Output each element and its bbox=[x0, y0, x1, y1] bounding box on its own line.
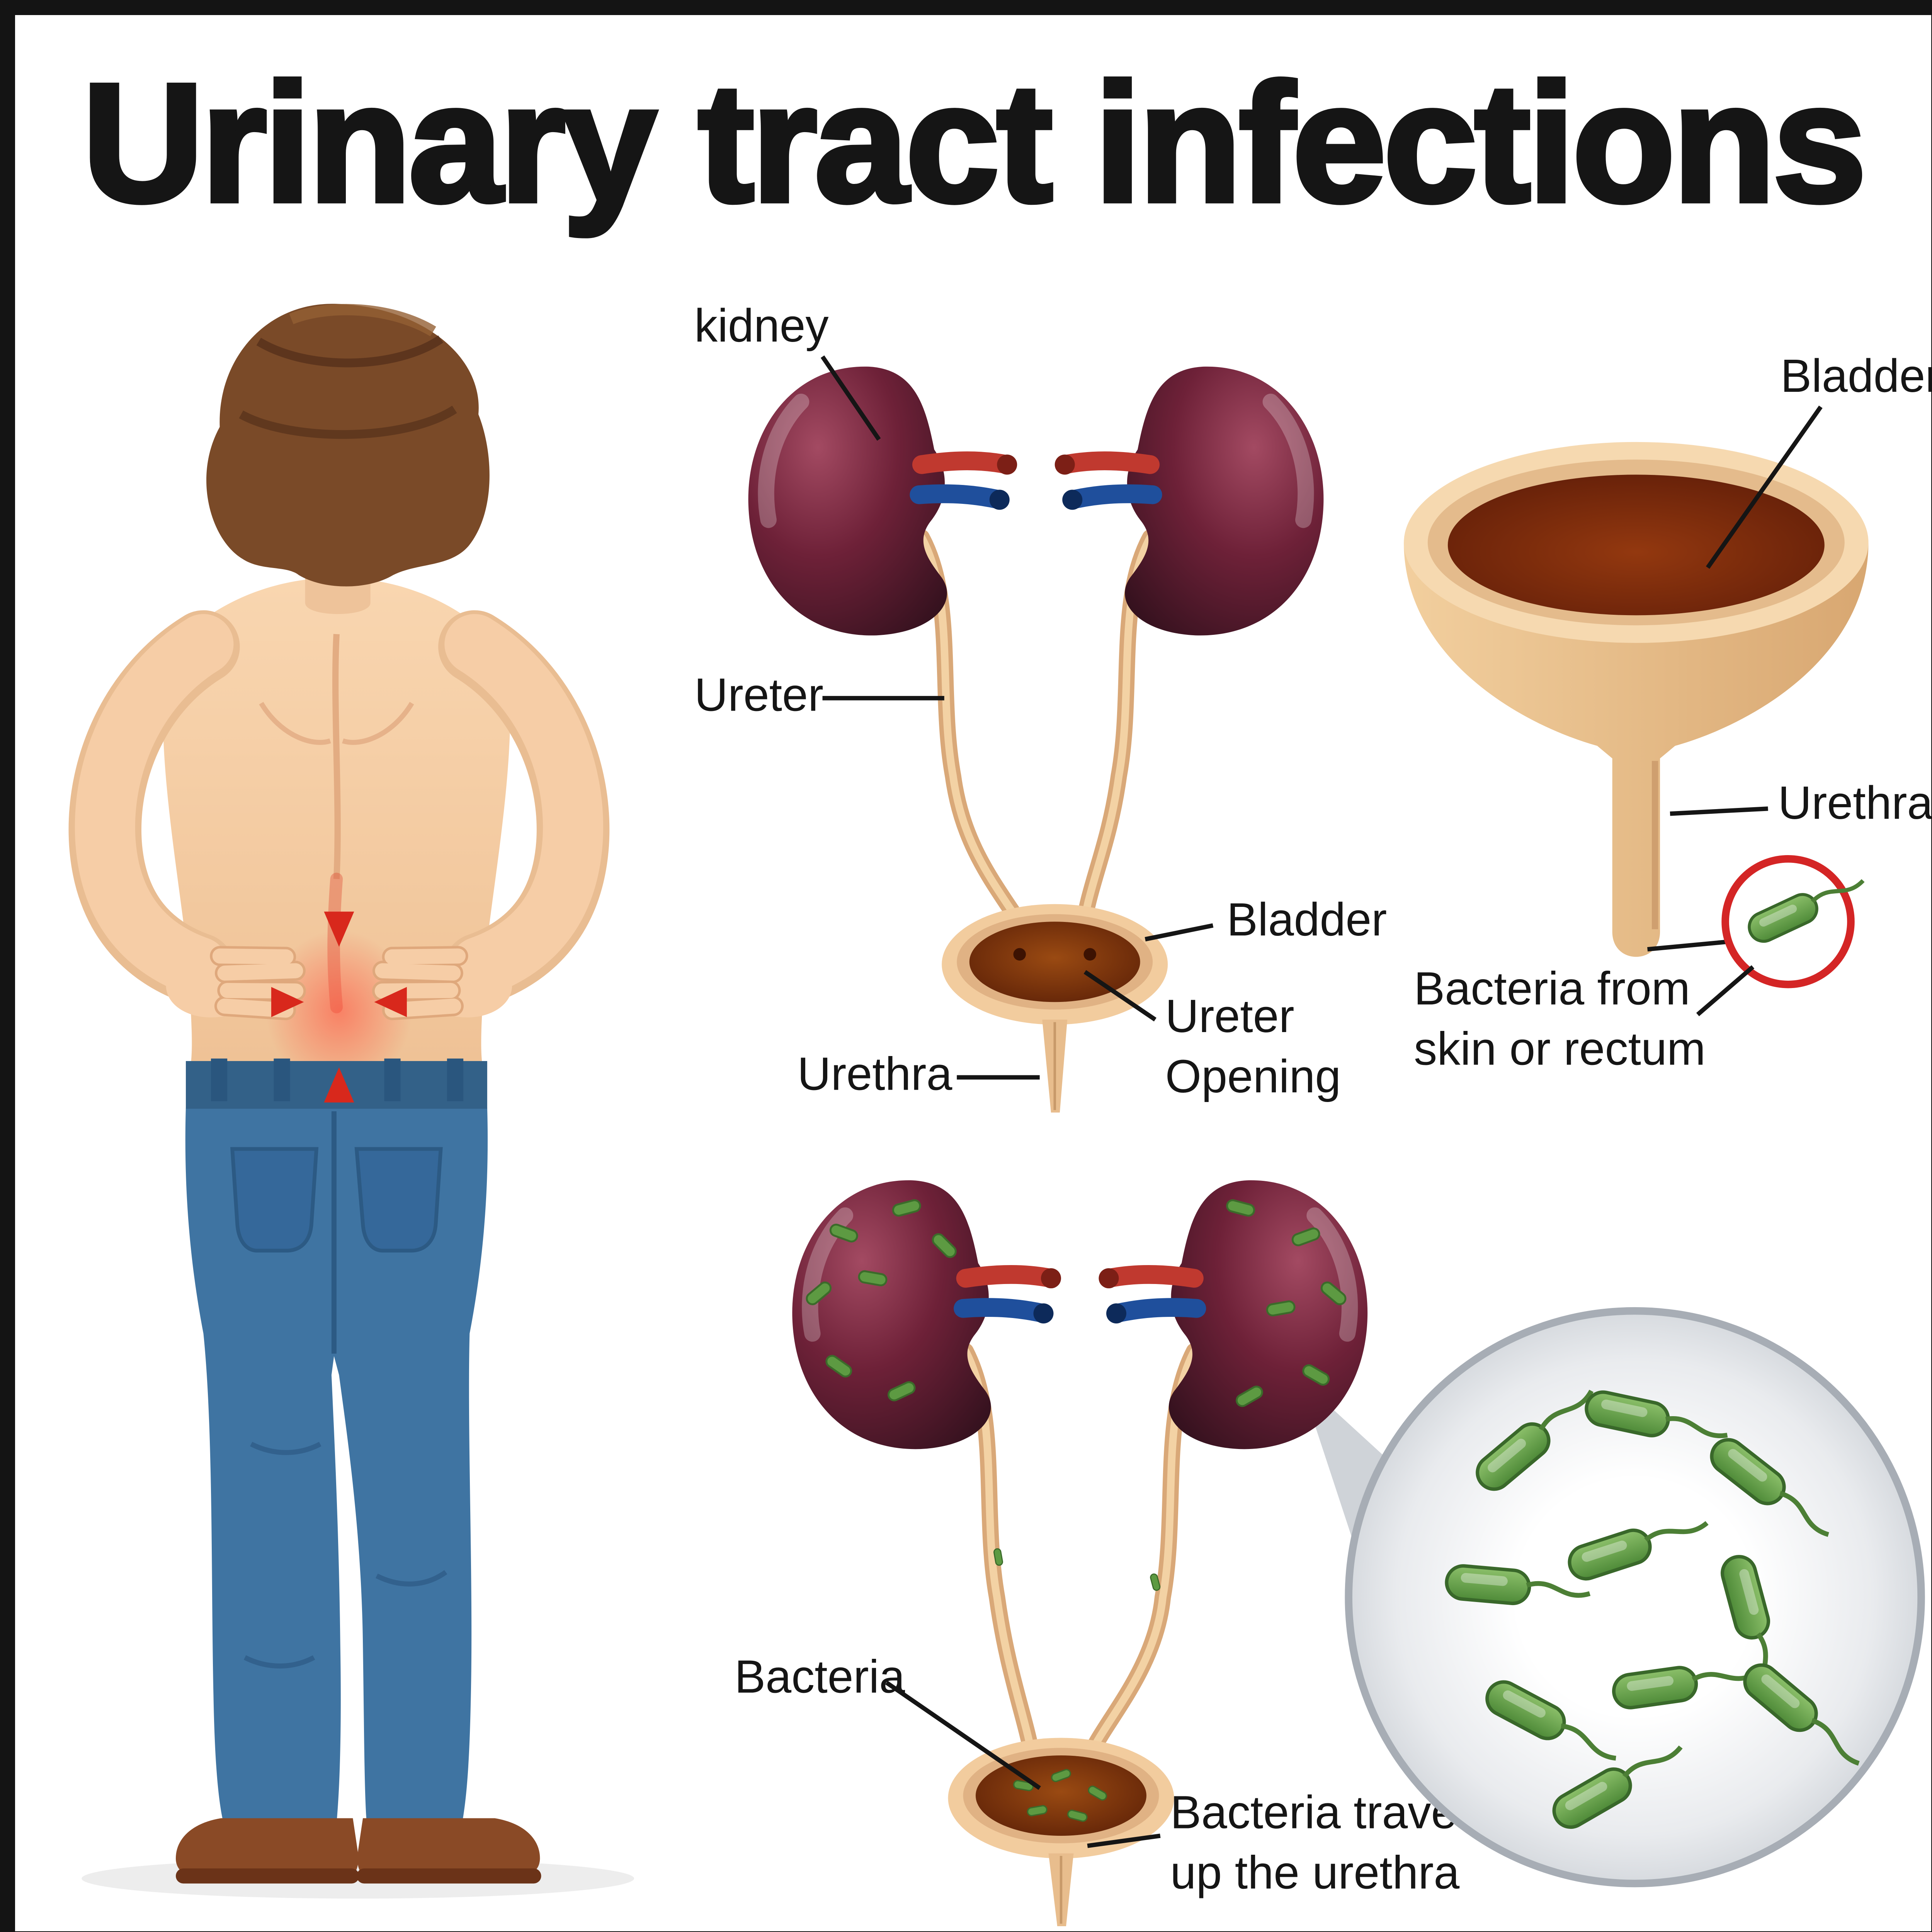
shoe-sole-left bbox=[175, 1868, 359, 1884]
bacteria-travel-label-line2: up the urethra bbox=[1170, 1847, 1460, 1899]
bacteria-source-label-line2: skin or rectum bbox=[1414, 1023, 1706, 1075]
shoe-left bbox=[175, 1818, 359, 1881]
leader-line bbox=[820, 355, 881, 441]
hand-left bbox=[166, 946, 306, 1020]
belt-loop bbox=[384, 1058, 401, 1101]
bladder bbox=[942, 904, 1168, 1113]
man-figure bbox=[68, 304, 634, 1899]
bacteria-source-label-line1: Bacteria from bbox=[1414, 963, 1690, 1015]
jeans-fold bbox=[250, 1442, 321, 1455]
leader-line bbox=[1670, 806, 1768, 816]
jeans-fold bbox=[375, 1570, 447, 1587]
spine-line bbox=[332, 634, 341, 879]
infected-bladder bbox=[948, 1738, 1174, 1927]
arm-left bbox=[75, 614, 234, 997]
bladder-body bbox=[1404, 542, 1869, 957]
ureter-opening-label-line1: Ureter bbox=[1165, 990, 1294, 1042]
hair bbox=[206, 304, 490, 587]
pain-arrow-up bbox=[324, 1067, 354, 1103]
ureter-label: Ureter bbox=[694, 669, 823, 721]
leader-line bbox=[885, 1680, 1041, 1790]
arms bbox=[68, 610, 610, 1006]
leader-line bbox=[1145, 923, 1214, 942]
hair-highlight bbox=[289, 304, 436, 337]
leader-line bbox=[1083, 970, 1156, 1022]
leader-line bbox=[1696, 965, 1755, 1017]
bladder-label: Bladder bbox=[1227, 894, 1387, 946]
jeans-pocket-left bbox=[230, 1147, 319, 1253]
bladder-interior bbox=[1447, 474, 1825, 616]
belt-loop bbox=[274, 1058, 290, 1101]
belt-loop bbox=[211, 1058, 228, 1101]
pain-arrows bbox=[271, 912, 407, 1103]
bacteria-magnifier bbox=[1345, 1307, 1925, 1888]
jeans-pocket-right bbox=[354, 1147, 443, 1253]
shoulder-blade-right bbox=[342, 702, 414, 745]
belt-loop bbox=[447, 1058, 464, 1101]
leader-line bbox=[1647, 939, 1728, 952]
jeans-fold bbox=[243, 1655, 315, 1669]
leader-line bbox=[1706, 405, 1823, 569]
shoe-right bbox=[357, 1818, 540, 1881]
jeans-legs bbox=[185, 1107, 488, 1823]
bladder-closeup-diagram: Bladder Urethra Bacteria from skin or re… bbox=[1404, 350, 1932, 1075]
urethra-label: Urethra bbox=[1778, 777, 1932, 829]
urinary-system-diagram: kidney Ureter Bladder Ureter Opening Ure… bbox=[694, 300, 1387, 1113]
ureter-opening-right bbox=[1083, 948, 1096, 961]
hair-strand bbox=[256, 335, 444, 367]
pain-arrow-down bbox=[324, 912, 354, 947]
bacteria-label: Bacteria bbox=[735, 1651, 905, 1703]
arm-right bbox=[444, 614, 604, 997]
jeans bbox=[185, 1058, 488, 1823]
hand-right bbox=[372, 946, 512, 1020]
urethra-label: Urethra bbox=[798, 1048, 952, 1100]
ureter-opening-left bbox=[1013, 948, 1026, 961]
leader-line bbox=[1087, 1833, 1161, 1848]
shoulder-blade-left bbox=[259, 702, 331, 745]
bladder-label: Bladder bbox=[1781, 350, 1932, 402]
pain-arrow-right bbox=[271, 987, 304, 1017]
ureter-opening-label-line2: Opening bbox=[1165, 1051, 1341, 1102]
shoe-sole-right bbox=[356, 1868, 541, 1884]
hair-strand bbox=[239, 405, 457, 439]
bladder-interior bbox=[975, 1755, 1146, 1836]
infected-urinary-diagram: Bacteria Bacteria travel up the urethra bbox=[735, 1180, 1467, 1927]
kidney-label: kidney bbox=[694, 300, 829, 352]
page-title: Urinary tract infections bbox=[82, 49, 1864, 238]
bacteria-travel-label-line1: Bacteria travel bbox=[1170, 1787, 1467, 1838]
pain-arrow-left bbox=[374, 987, 407, 1017]
